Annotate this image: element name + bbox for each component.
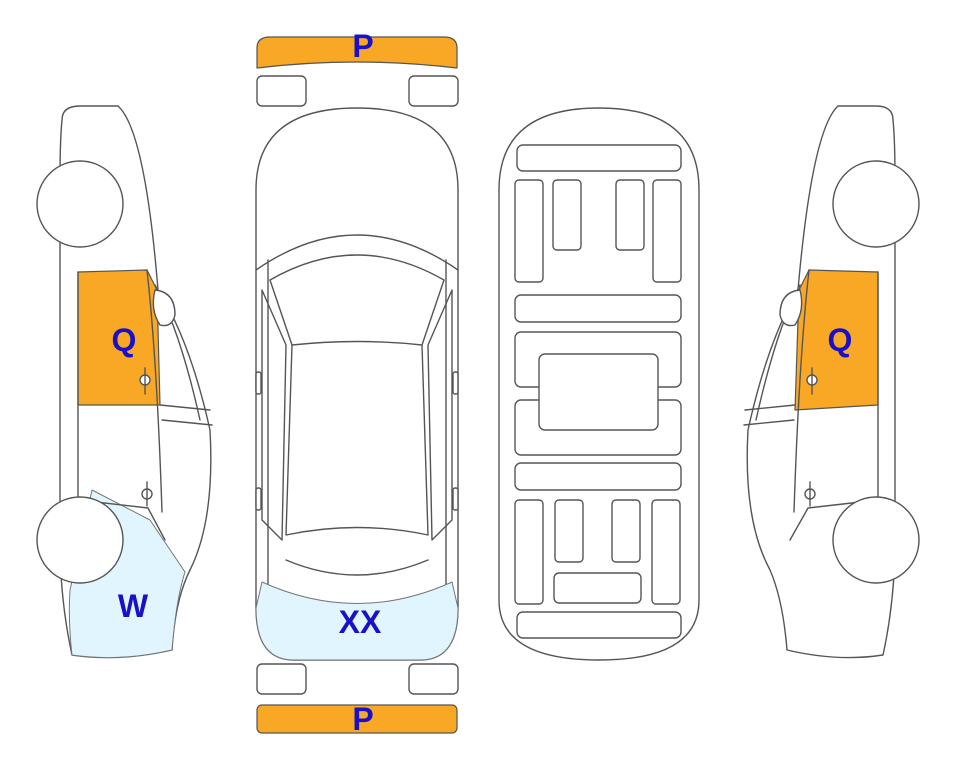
left-front-door-code: Q <box>112 322 137 358</box>
right-side-mirror <box>779 289 803 327</box>
front-bumper-code: P <box>352 28 373 64</box>
underside-block-7 <box>611 499 641 563</box>
top-view-mirror-right-2 <box>452 487 459 511</box>
underside-exhaust-bar <box>553 572 642 604</box>
underside-view-car <box>498 107 700 661</box>
rear-bumper-panel[interactable] <box>256 704 458 734</box>
underside-block-1 <box>514 179 544 283</box>
top-view-mirror-right-1 <box>452 371 459 395</box>
left-rear-quarter-code: W <box>118 588 149 624</box>
underside-mid-bar-2 <box>514 462 682 491</box>
underside-rear-bar <box>516 611 682 639</box>
rear-window-code: XX <box>339 604 382 640</box>
underside-center-panel <box>538 353 659 431</box>
right-side-rear-wheel <box>832 496 920 584</box>
underside-block-5 <box>514 499 544 605</box>
right-side-front-wheel <box>832 160 920 248</box>
left-side-front-wheel <box>36 160 124 248</box>
underside-block-3 <box>615 179 645 251</box>
top-view-mirror-left-1 <box>255 371 262 395</box>
top-view-left-windows <box>261 289 287 541</box>
underside-block-6 <box>554 499 584 563</box>
rear-right-light <box>408 663 459 695</box>
right-side-door-line-2 <box>793 269 810 513</box>
rear-bumper-code: P <box>352 701 373 737</box>
top-view-mirror-left-2 <box>255 487 262 511</box>
right-side-door-handle-1 <box>806 367 818 395</box>
top-view-trunk-line <box>285 559 429 576</box>
right-front-door-code: Q <box>828 322 853 358</box>
front-right-light <box>408 75 459 107</box>
top-view-hood-line <box>269 254 445 281</box>
top-view-car <box>255 36 459 734</box>
top-view-body <box>255 107 459 661</box>
left-side-window-line <box>159 404 213 426</box>
left-side-mirror <box>152 289 176 327</box>
top-view-a-pillar-left <box>269 279 293 346</box>
right-side-view-car <box>743 105 920 659</box>
front-bumper-panel[interactable] <box>256 36 458 69</box>
right-side-door-handle-2 <box>804 481 816 507</box>
underside-block-4 <box>652 179 682 283</box>
underside-mid-bar-1 <box>514 294 682 323</box>
left-side-door-handle-2 <box>141 481 153 507</box>
right-side-window-line <box>743 404 796 426</box>
top-view-windshield <box>255 234 459 271</box>
top-view-roof <box>285 340 429 536</box>
left-side-view-car <box>36 105 213 659</box>
rear-window-panel[interactable] <box>255 581 459 661</box>
rear-left-light <box>256 663 307 695</box>
front-left-light <box>256 75 307 107</box>
underside-block-8 <box>651 499 681 605</box>
underside-block-2 <box>552 179 582 251</box>
left-side-rear-wheel <box>36 496 124 584</box>
top-view-a-pillar-right <box>421 279 445 346</box>
underside-front-bar <box>516 144 682 172</box>
top-view-right-windows <box>427 289 453 541</box>
left-side-door-line-2 <box>146 269 163 513</box>
left-side-door-handle-1 <box>139 367 151 395</box>
